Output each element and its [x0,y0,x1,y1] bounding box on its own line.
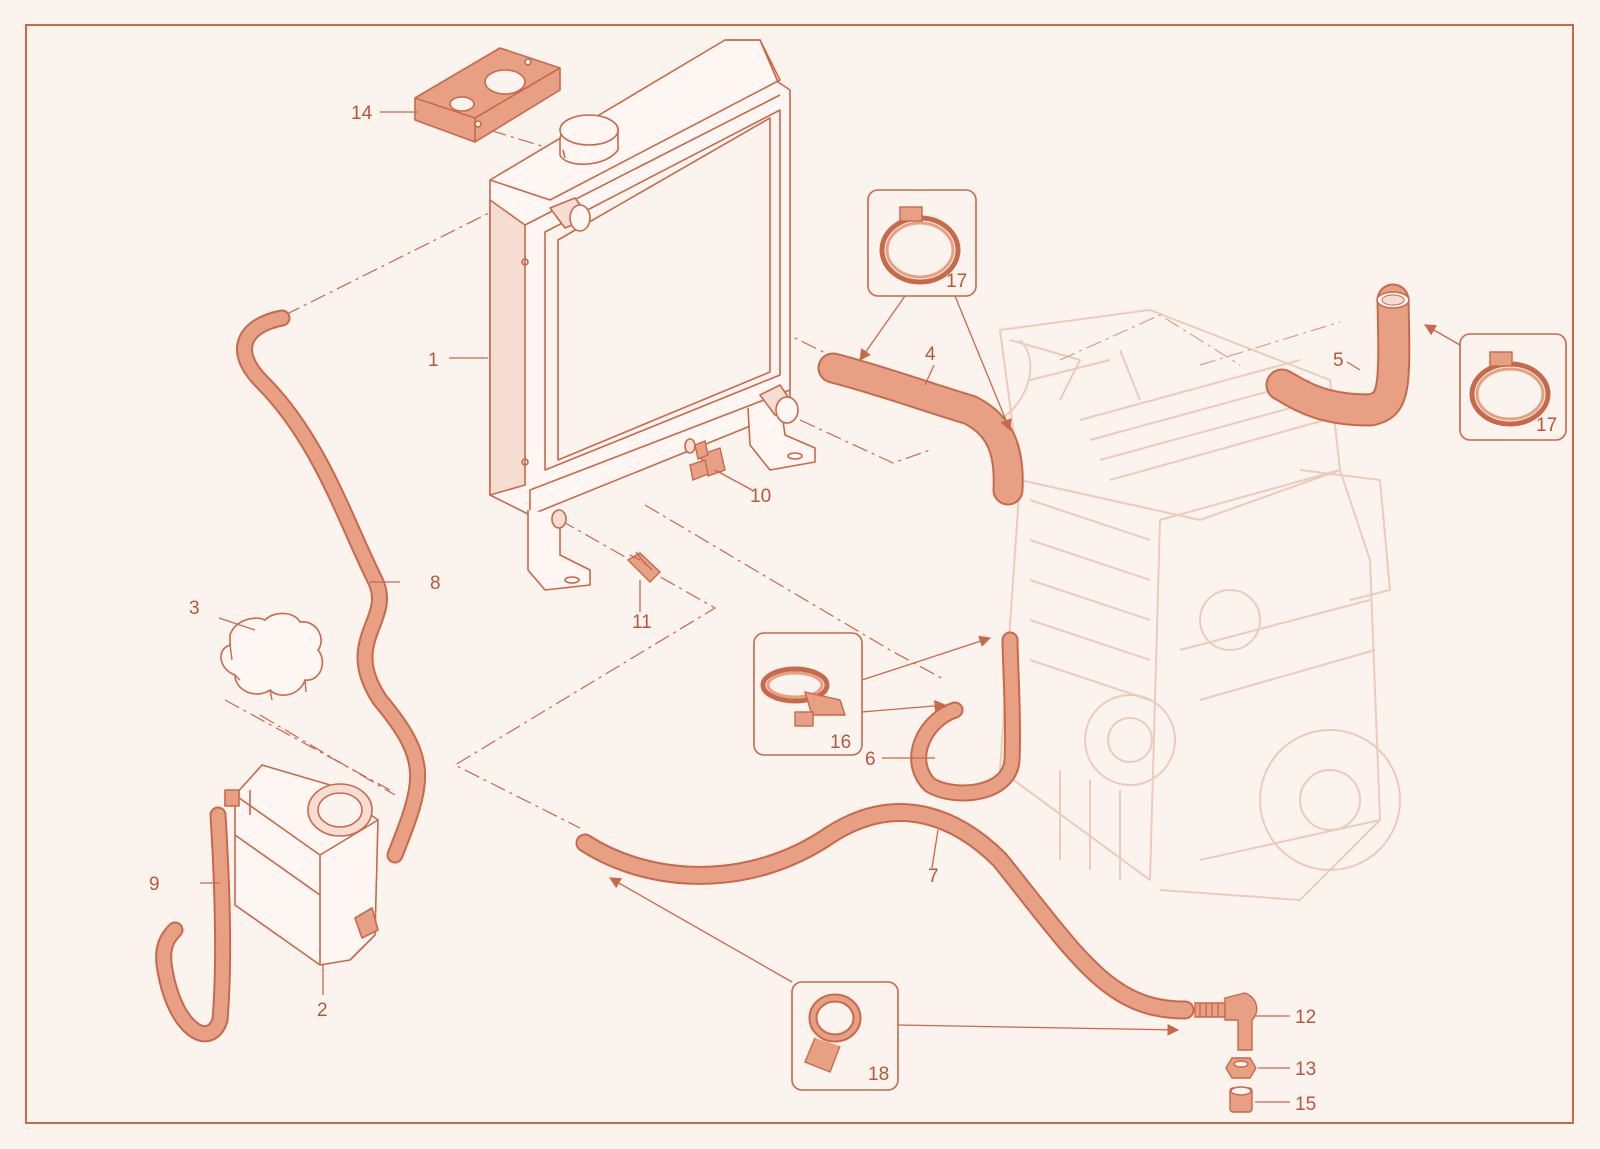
bent-pipe [1267,285,1409,425]
callout-3: 3 [189,598,200,619]
bypass-hose [912,633,1020,800]
mounting-bracket [414,47,561,143]
callout-1: 1 [428,350,439,371]
callout-6: 6 [865,749,876,770]
tank-drain-hose [157,808,230,1041]
overflow-hose [238,311,424,862]
callout-8: 8 [430,573,441,594]
leader-lines [200,111,1361,1103]
callout-4: 4 [925,344,936,365]
callout-11: 11 [632,612,652,633]
callout-10: 10 [750,486,771,507]
radiator-cap [559,114,619,165]
engine-assembly [999,309,1401,901]
sleeve [1229,1086,1253,1113]
tank-cap-side [229,644,307,701]
bent-pipe-end-inner [1381,294,1405,306]
engine-guide-lines [1059,314,1341,366]
elbow-connector [1194,992,1258,1051]
upper-radiator-hose [819,354,1022,504]
radiator [489,39,816,591]
inset-hose-clamp-a [867,189,977,297]
inset-hose-clamp-b [1459,333,1567,441]
inset-worm-clamp [753,632,863,756]
callout-17-b: 17 [1536,415,1557,436]
callout-labels: 14 1 4 5 17 17 3 8 10 11 16 6 7 9 2 12 1… [149,103,1557,1115]
inset-spring-clip [791,981,899,1091]
drain-plug [626,551,662,583]
callout-16: 16 [830,732,851,753]
callout-7: 7 [928,866,939,887]
callout-14: 15 [1295,1094,1316,1115]
elbow-fitting [689,440,726,481]
expansion-tank [224,764,379,966]
callout-9: 9 [149,874,160,895]
callout-13: 13 [1295,1059,1316,1080]
nut [1225,1057,1257,1079]
callout-2: 2 [317,1000,328,1021]
callout-12: 12 [1295,1007,1316,1028]
hose-group [155,283,1411,1043]
diagram-border [25,24,1574,1124]
callout-15: 14 [351,103,373,124]
tank-cap [220,612,324,696]
lower-hose [577,805,1193,1018]
callout-18: 18 [868,1064,889,1085]
callout-17-a: 17 [946,271,967,292]
callout-arrows [608,295,1461,1036]
callout-5: 5 [1333,350,1344,371]
